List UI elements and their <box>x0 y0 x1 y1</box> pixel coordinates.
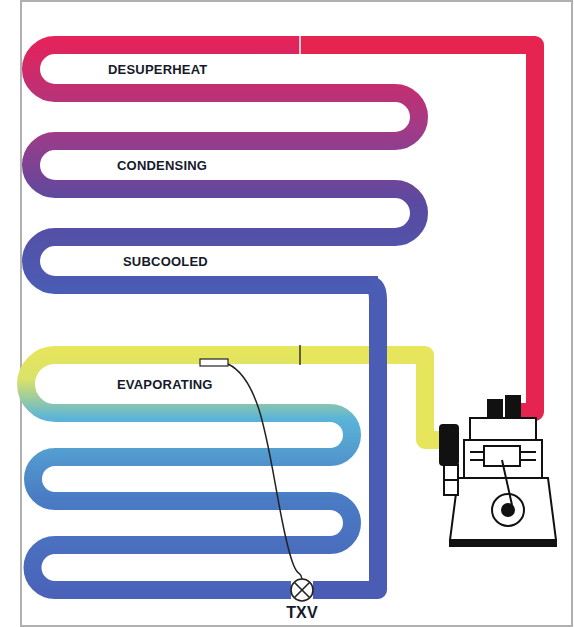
condenser-coil <box>31 45 419 285</box>
coil-section-label: SUBCOOLED <box>123 255 208 268</box>
valve-label: TXV <box>286 605 318 621</box>
coil-section-label: CONDENSING <box>117 159 207 172</box>
txv-symbol <box>291 579 313 601</box>
joint-mark <box>299 35 301 55</box>
coil-section-label: DESUPERHEAT <box>108 63 207 76</box>
capillary-tube <box>228 364 302 579</box>
compressor <box>440 396 556 546</box>
evaporator-coil <box>26 355 352 590</box>
frame <box>21 1 572 626</box>
coil-section-label: EVAPORATING <box>117 378 213 391</box>
sensing-bulb <box>200 359 228 366</box>
joint-mark <box>299 345 301 365</box>
